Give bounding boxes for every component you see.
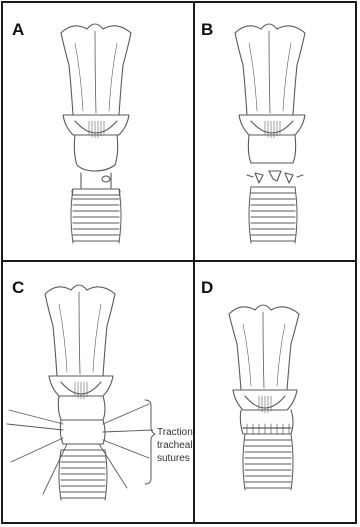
horizontal-divider <box>1 260 357 262</box>
vertical-divider <box>193 1 195 524</box>
